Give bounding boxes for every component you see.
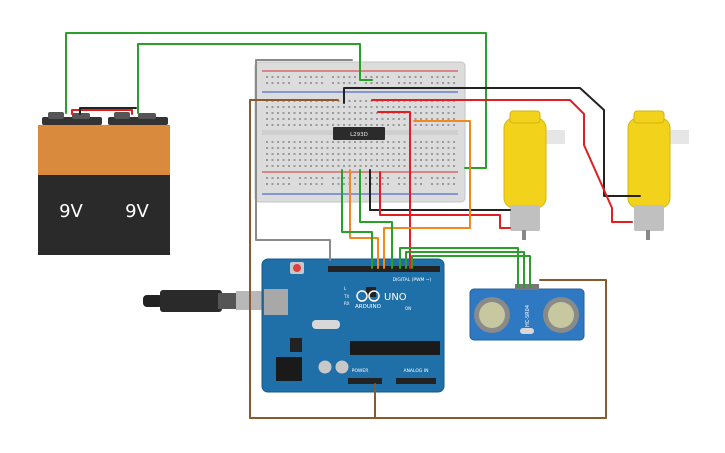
- wire-orange-left: [349, 169, 379, 269]
- analog-header-label: ANALOG IN: [403, 368, 428, 374]
- wire-green-sensor-3: [411, 255, 531, 288]
- wire-black-motor1: [369, 169, 511, 211]
- motor-1: [503, 110, 565, 240]
- wire-green-mid: [359, 169, 393, 269]
- arduino-brand-label: ARDUINO: [355, 304, 382, 310]
- led-l-label: L: [344, 286, 347, 291]
- wire-gray: [255, 59, 353, 261]
- wire-orange-right: [383, 120, 471, 269]
- wire-red-motor1: [379, 171, 511, 229]
- wire-brown-left: [249, 99, 376, 419]
- wire-battery2-green: [137, 43, 373, 114]
- led-rx-label: RX: [344, 301, 350, 306]
- wire-green-sensor-2: [405, 251, 525, 288]
- chip-label: L293D: [350, 132, 368, 138]
- usb-cable: [143, 290, 264, 312]
- battery-1: 9V: [38, 112, 104, 255]
- reset-button[interactable]: [293, 264, 301, 272]
- wire-battery1-green: [65, 32, 487, 169]
- battery-2: 9V: [104, 112, 170, 255]
- wire-battery-link-red: [71, 109, 133, 115]
- wires: [65, 32, 641, 419]
- wire-brown-right: [374, 279, 607, 419]
- l293d-chip: L293D: [333, 127, 385, 140]
- wire-red-motor2: [371, 99, 633, 223]
- analog-header: [396, 378, 436, 384]
- sensor-label: HC-SR04: [525, 305, 531, 327]
- power-header-label: POWER: [352, 368, 369, 374]
- wire-battery-link-black: [79, 107, 137, 115]
- led-tx-label: TX: [343, 294, 349, 299]
- battery-2-label: 9V: [125, 201, 149, 222]
- arduino-uno-board: DIGITAL (PWM ~) POWER ANALOG IN L TX RX …: [261, 258, 445, 393]
- hc-sr04-sensor: HC-SR04: [469, 284, 585, 341]
- wire-black-motor2: [343, 87, 641, 197]
- digital-header-label: DIGITAL (PWM ~): [393, 277, 432, 283]
- wire-green-left: [341, 169, 373, 269]
- led-on-label: ON: [405, 306, 411, 311]
- wire-green-sensor-1: [399, 247, 519, 288]
- motor-2: [627, 110, 689, 240]
- arduino-logo: ARDUINO: [355, 290, 382, 310]
- power-header: [348, 378, 382, 384]
- battery-1-label: 9V: [59, 201, 83, 222]
- arduino-model-label: UNO: [384, 292, 407, 303]
